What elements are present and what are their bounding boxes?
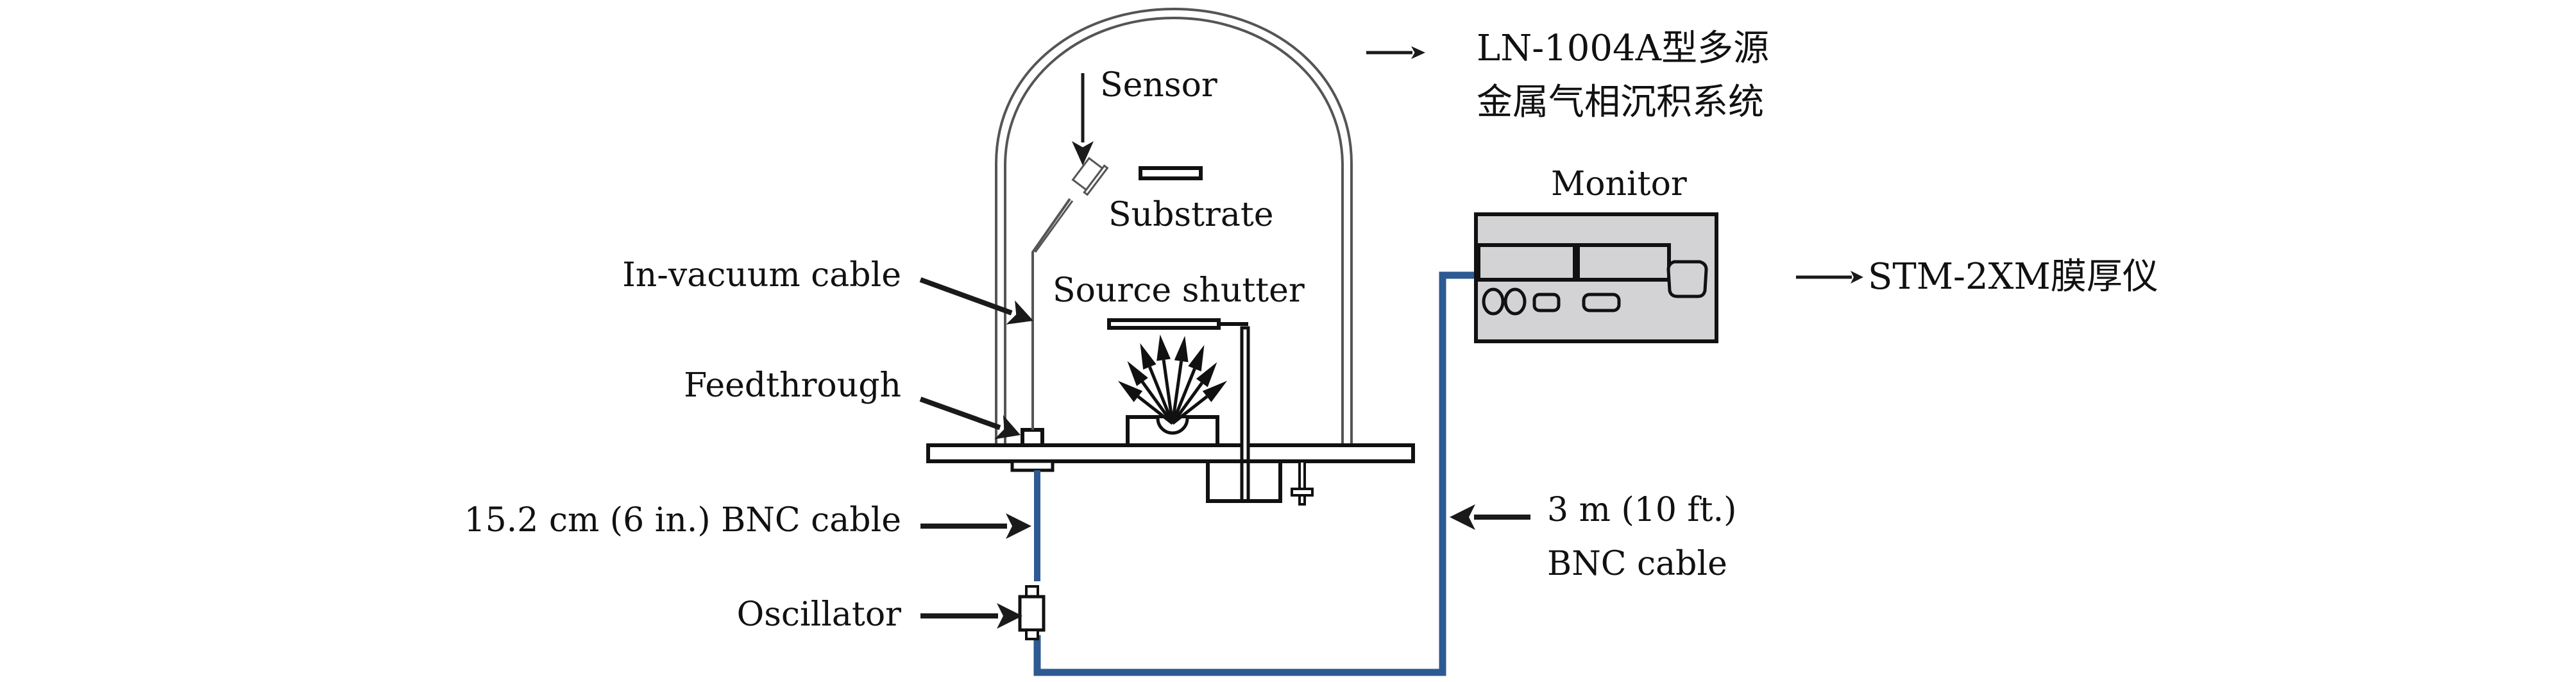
vapor-ray (1171, 382, 1203, 425)
monitor-button-1 (1532, 293, 1561, 312)
vapor-ray (1171, 361, 1183, 424)
sensor-label: Sensor (1100, 66, 1217, 105)
plate-fitting (1291, 460, 1314, 506)
in-vacuum-cable (1031, 198, 1071, 430)
vapor-ray-head (1202, 380, 1228, 402)
feedthrough-arrow (919, 396, 1021, 439)
substrate (1139, 166, 1203, 180)
in-vacuum-cable-label: In-vacuum cable (622, 256, 901, 294)
monitor-model-label: STM-2XM膜厚仪 (1868, 256, 2158, 298)
long-bnc-cable-arrow (1450, 504, 1530, 530)
vapor-ray-head (1117, 380, 1143, 402)
source-shutter-plate (1107, 318, 1221, 330)
vapor-ray-head (1127, 361, 1148, 386)
vapor-ray-head (1188, 345, 1205, 371)
monitor-knob-1 (1482, 287, 1505, 316)
feedthrough-lower-connector (1010, 459, 1055, 472)
source-shutter-label: Source shutter (1053, 271, 1305, 310)
monitor-knob-2 (1504, 287, 1527, 316)
vapor-ray (1137, 395, 1174, 425)
sensor-head (1071, 157, 1109, 196)
short-bnc-cable-label: 15.2 cm (6 in.) BNC cable (464, 501, 901, 540)
in-vacuum-cable-arrow (919, 277, 1033, 325)
long-bnc-cable-label-line2: BNC cable (1547, 545, 1727, 583)
monitor-label: Monitor (1551, 165, 1687, 203)
vapor-ray-head (1174, 336, 1189, 362)
system-pointer-arrow (1366, 46, 1425, 59)
system-name-line2: 金属气相沉积系统 (1477, 81, 1764, 123)
monitor-model-arrow (1796, 271, 1863, 284)
long-bnc-cable (1033, 271, 1477, 676)
annotation-arrows (919, 46, 1863, 629)
vapor-ray-head (1157, 334, 1171, 361)
monitor-device (1474, 212, 1718, 343)
base-plate (926, 443, 1415, 463)
oscillator (1018, 585, 1046, 640)
oscillator-label: Oscillator (737, 595, 902, 634)
feedthrough-label: Feedthrough (684, 366, 901, 405)
oscillator-arrow (920, 603, 1022, 629)
sensor-pointer-arrow (1072, 73, 1094, 166)
vapor-ray (1171, 368, 1196, 424)
vapor-ray (1140, 380, 1174, 425)
vapor-ray-head (1196, 362, 1217, 388)
vapor-plume-icon (1117, 334, 1228, 425)
monitor-display-1 (1477, 243, 1577, 282)
monitor-display-2 (1576, 243, 1671, 282)
vacuum-dome (995, 7, 1353, 444)
substrate-label: Substrate (1108, 196, 1274, 234)
system-name-line1: LN-1004A型多源 (1477, 28, 1769, 69)
source-shutter-shaft (1240, 326, 1250, 503)
vapor-ray (1148, 366, 1174, 424)
long-bnc-cable-label-line1: 3 m (10 ft.) (1547, 491, 1736, 529)
monitor-button-2 (1582, 293, 1621, 312)
feedthrough (1021, 428, 1044, 447)
vapor-ray (1162, 359, 1174, 424)
shutter-actuator (1206, 459, 1282, 503)
monitor-power-button (1666, 260, 1708, 298)
vapor-ray (1171, 395, 1208, 425)
short-bnc-cable-arrow (920, 513, 1031, 539)
vapor-ray-head (1140, 343, 1157, 370)
